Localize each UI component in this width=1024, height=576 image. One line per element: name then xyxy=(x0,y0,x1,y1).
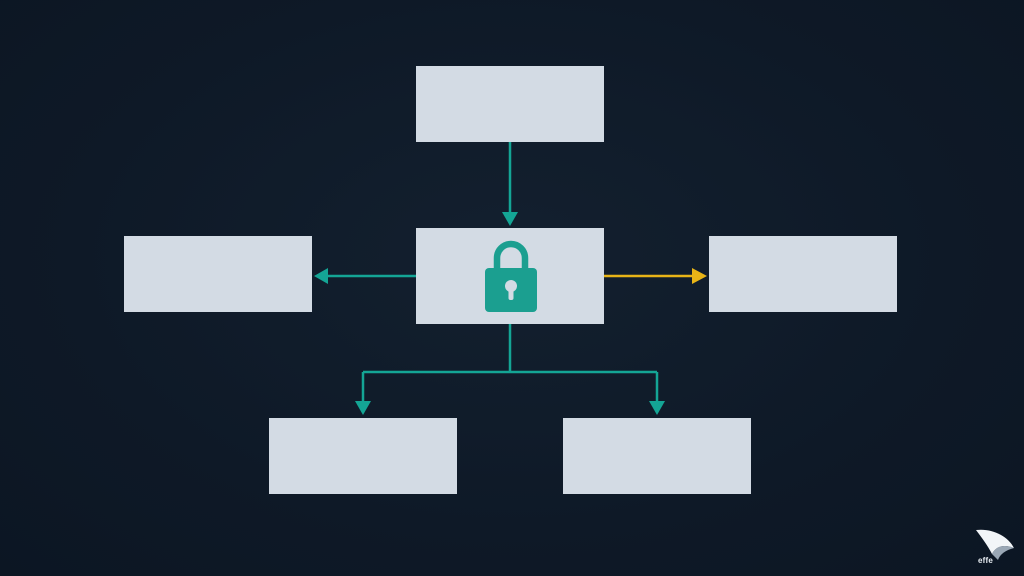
padlock-icon xyxy=(485,240,537,312)
node-left-box xyxy=(124,236,312,312)
arrowhead-bottom-right xyxy=(649,401,665,415)
node-bottom-left-box xyxy=(269,418,457,494)
arrowhead-bottom-left xyxy=(355,401,371,415)
node-top-box xyxy=(416,66,604,142)
node-bottom-right-box xyxy=(563,418,751,494)
arrowhead-left xyxy=(314,268,328,284)
arrowhead-center xyxy=(502,212,518,226)
arrowhead-right xyxy=(692,268,707,284)
node-right-box xyxy=(709,236,897,312)
watermark-text: effe xyxy=(978,556,994,565)
shark-fin-logo-icon xyxy=(976,529,1014,560)
